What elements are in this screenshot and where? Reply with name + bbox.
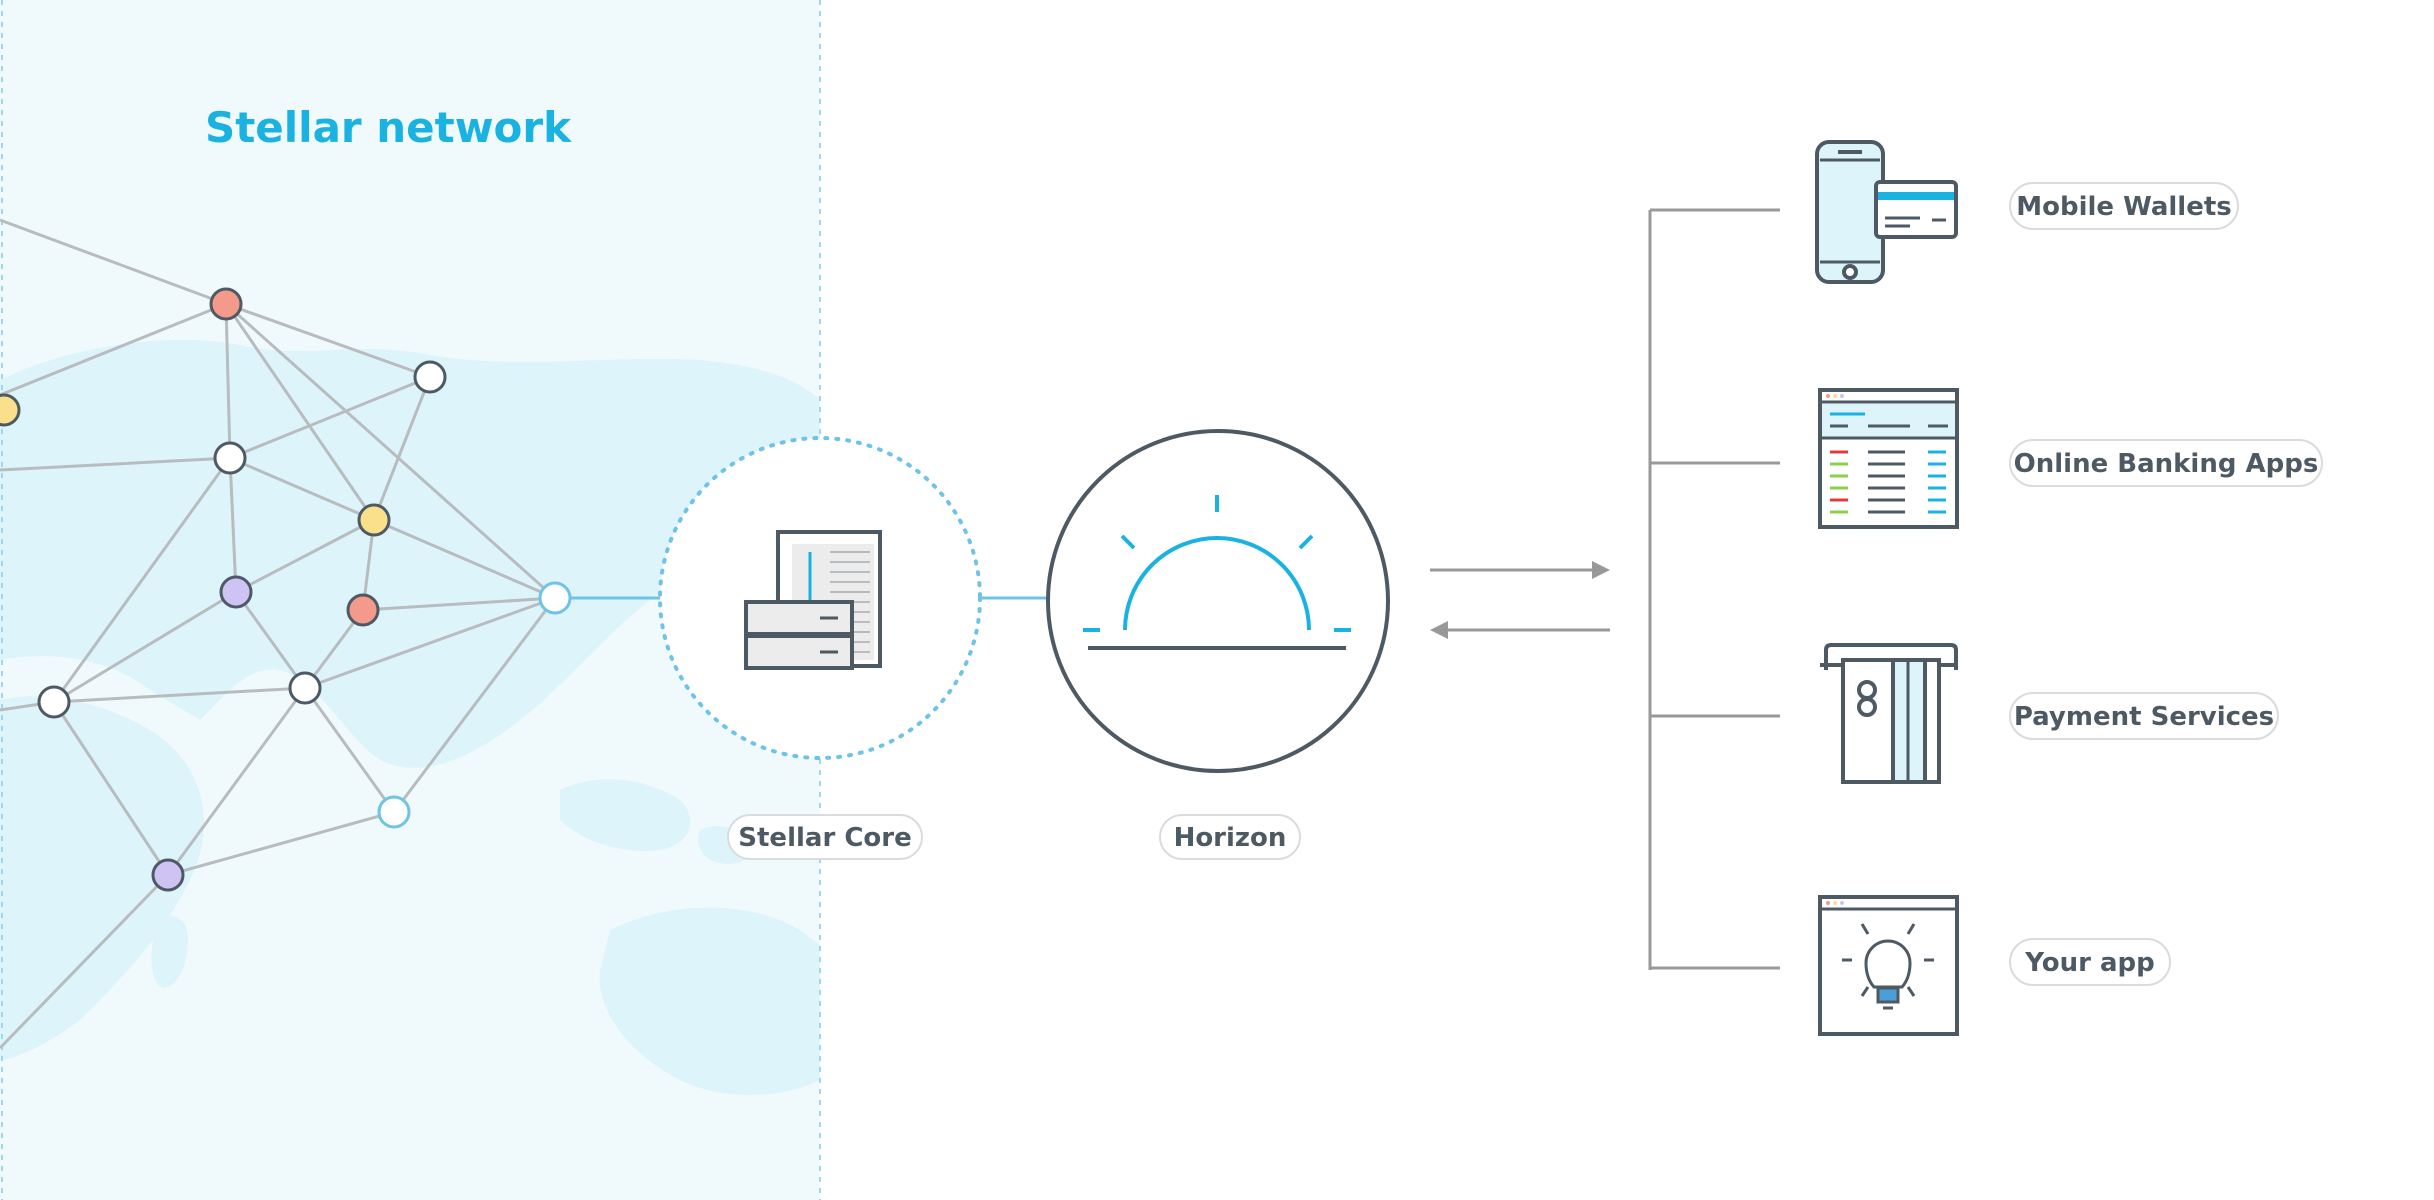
mobile-wallet-icon xyxy=(1815,140,1958,284)
world-map xyxy=(0,339,820,1095)
network-node-gateway xyxy=(538,581,572,615)
network-node xyxy=(346,593,380,627)
client-label: Your app xyxy=(2024,948,2154,978)
network-node xyxy=(377,795,411,829)
horizon-label: Horizon xyxy=(1174,823,1287,853)
client-pill-mobile-wallets: Mobile Wallets xyxy=(2009,182,2239,230)
horizon-circle xyxy=(1046,429,1390,773)
network-node xyxy=(219,575,253,609)
network-nodes xyxy=(0,287,572,892)
network-node xyxy=(209,287,243,321)
client-pill-online-banking: Online Banking Apps xyxy=(2009,439,2323,487)
network-node xyxy=(0,393,21,427)
request-arrow xyxy=(1430,561,1610,579)
client-pill-your-app: Your app xyxy=(2009,938,2171,986)
response-arrow xyxy=(1430,621,1610,639)
network-title: Stellar network xyxy=(205,103,572,152)
client-label: Mobile Wallets xyxy=(2016,192,2232,222)
sunrise-icon xyxy=(1083,495,1351,650)
network-node xyxy=(151,858,185,892)
client-label: Online Banking Apps xyxy=(2014,449,2319,479)
network-node xyxy=(37,685,71,719)
stellar-core-label: Stellar Core xyxy=(738,823,911,853)
client-label: Payment Services xyxy=(2014,702,2274,732)
banking-app-icon xyxy=(1818,388,1959,529)
lightbulb-app-icon xyxy=(1818,895,1959,1036)
client-pill-payment-services: Payment Services xyxy=(2009,692,2279,740)
stellar-core-label-pill: Stellar Core xyxy=(727,814,923,860)
network-node xyxy=(213,441,247,475)
network-node xyxy=(288,671,322,705)
server-icon xyxy=(744,530,882,670)
payment-terminal-icon xyxy=(1820,643,1958,784)
horizon-label-pill: Horizon xyxy=(1159,814,1301,860)
network-node xyxy=(357,503,391,537)
network-edges xyxy=(0,218,557,1050)
clients-bracket xyxy=(1648,208,1780,970)
network-node xyxy=(413,360,447,394)
